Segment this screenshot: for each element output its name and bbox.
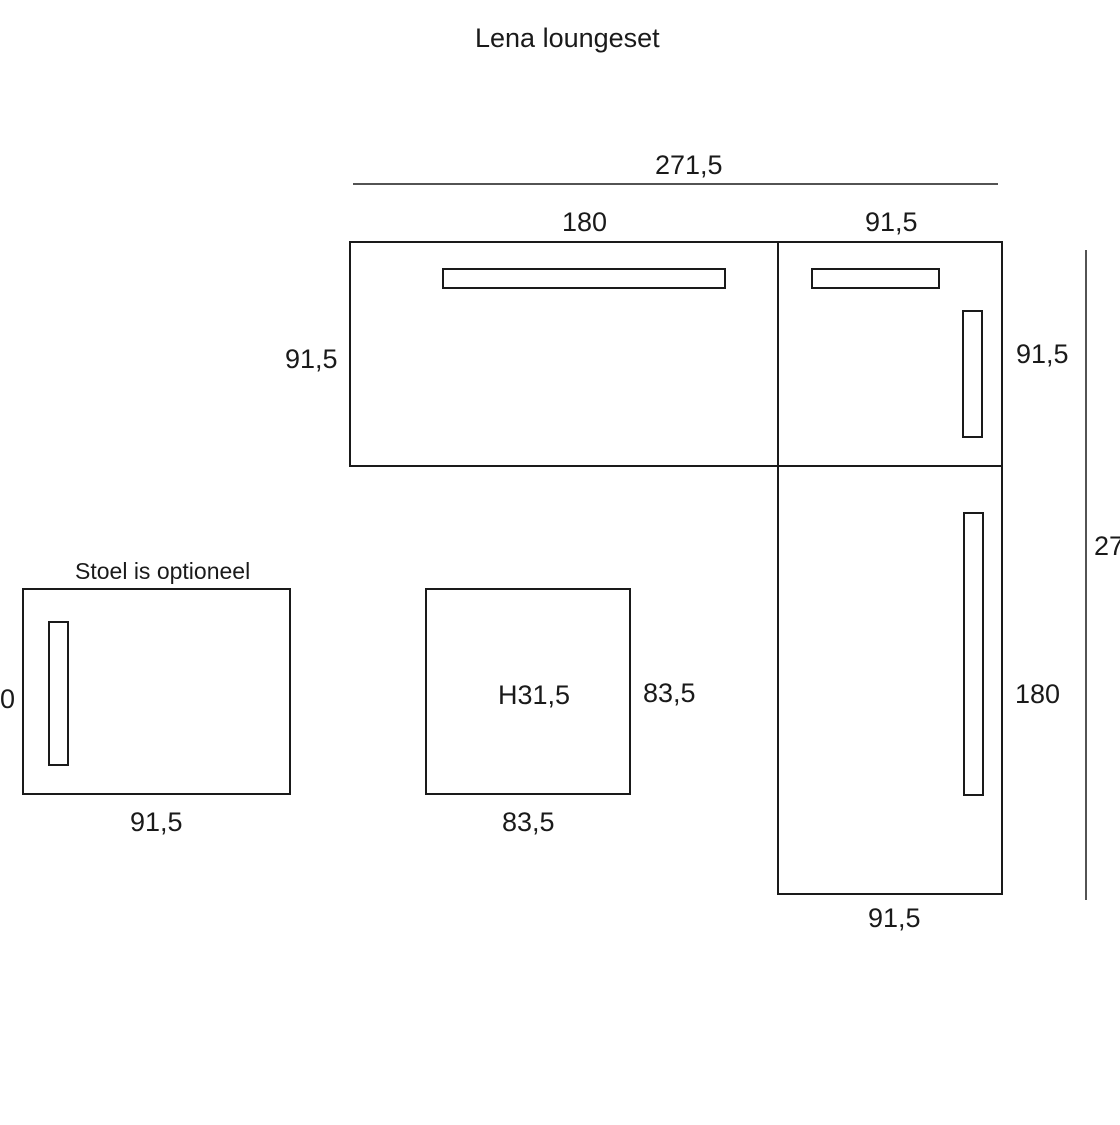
sofa-module <box>349 241 779 467</box>
table-width-label: 83,5 <box>502 807 555 837</box>
side-module <box>777 465 1003 895</box>
corner-backrest-side <box>962 310 983 438</box>
sofa-depth-label: 91,5 <box>285 344 338 374</box>
chair-width-label: 91,5 <box>130 807 183 837</box>
sofa-width-label: 180 <box>562 207 608 237</box>
table-height-label: H31,5 <box>498 680 571 710</box>
chair-depth-label: 0 <box>0 684 16 714</box>
chair-backrest <box>48 621 69 766</box>
table-depth-label: 83,5 <box>643 678 696 708</box>
corner-width-label: 91,5 <box>865 207 918 237</box>
overall-width-label: 271,5 <box>655 150 723 180</box>
side-length-label: 180 <box>1015 679 1061 709</box>
chair-optional-note: Stoel is optioneel <box>75 558 251 584</box>
corner-depth-label: 91,5 <box>1016 339 1069 369</box>
side-width-label: 91,5 <box>868 903 921 933</box>
sofa-backrest <box>442 268 726 289</box>
diagram-title: Lena loungeset <box>475 23 660 53</box>
chair-module <box>22 588 291 795</box>
side-backrest <box>963 512 984 796</box>
coffee-table <box>425 588 631 795</box>
corner-backrest-top <box>811 268 940 289</box>
overall-length-label: 27 <box>1094 531 1120 561</box>
